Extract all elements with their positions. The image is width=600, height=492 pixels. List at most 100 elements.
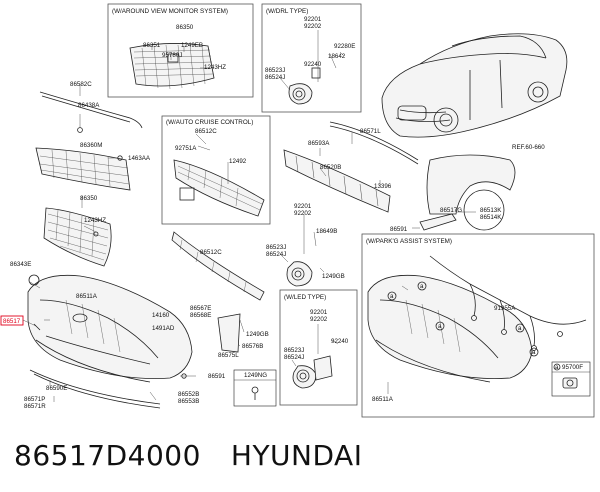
- label-86350-grille: 86350: [80, 195, 98, 202]
- label-86523j-drl: 86523J: [265, 67, 285, 74]
- avm-grille-drawing: [129, 43, 215, 90]
- pas-box-title: (W/PARK'G ASSIST SYSTEM): [366, 238, 452, 245]
- label-86512c-lower: 86512C: [200, 249, 222, 256]
- callout-a-3: a: [438, 323, 442, 330]
- label-1243hz-grille: 1243HZ: [84, 217, 106, 224]
- scc-box-title: (W/AUTO CRUISE CONTROL): [166, 119, 253, 126]
- label-86591-upper: 86591: [390, 226, 408, 233]
- scc-grille-drawing: [173, 133, 265, 217]
- label-86524j-led: 86524J: [284, 354, 304, 361]
- callout-a-box: a: [555, 364, 559, 371]
- label-86360m: 86360M: [80, 142, 102, 149]
- label-92202-drl: 92202: [304, 23, 322, 30]
- label-92201-center: 92201: [294, 203, 312, 210]
- label-92280e: 92280E: [334, 43, 355, 50]
- label-86575l: 86575L: [218, 352, 239, 359]
- led-lamp-drawing: [291, 324, 339, 389]
- label-86351: 86351: [143, 42, 161, 49]
- upper-cover-drawing: [329, 121, 419, 165]
- label-86567e: 86567E: [190, 305, 211, 312]
- label-13396: 13396: [374, 183, 392, 190]
- label-1249gb-bracket: 1249GB: [246, 331, 269, 338]
- label-86350-avm: 86350: [176, 24, 194, 31]
- label-86523j-led: 86523J: [284, 347, 304, 354]
- fog-lamp-drawing: [279, 214, 325, 287]
- pas-box: (W/PARK'G ASSIST SYSTEM): [361, 233, 595, 418]
- screw-1249ng-box: 1249NG: [233, 369, 277, 407]
- label-86552b: 86552B: [178, 391, 199, 398]
- label-86590e: 86590E: [46, 385, 67, 392]
- label-86524j-center: 86524J: [266, 251, 286, 258]
- label-86571r: 86571R: [24, 403, 46, 410]
- drl-box: (W/DRL TYPE): [261, 3, 362, 113]
- label-86582c: 86582C: [70, 81, 92, 88]
- label-86593a: 86593A: [308, 140, 330, 147]
- label-92202-center: 92202: [294, 210, 312, 217]
- label-18642: 18642: [328, 53, 346, 60]
- front-bumper-drawing: [27, 274, 193, 383]
- label-1491ad: 1491AD: [152, 325, 175, 332]
- label-86517-highlight: 86517: [3, 318, 21, 325]
- brand-name: HYUNDAI: [230, 438, 363, 472]
- label-86571l: 86571L: [360, 128, 381, 135]
- avm-box: (W/AROUND VIEW MONITOR SYSTEM): [107, 3, 254, 98]
- label-86343e: 86343E: [10, 261, 31, 268]
- callout-a-5: a: [532, 349, 536, 356]
- label-86568e: 86568E: [190, 312, 211, 319]
- label-1249gb-center: 1249GB: [322, 273, 345, 280]
- label-86517g: 86517G: [440, 207, 462, 214]
- lower-molding-drawing: [29, 369, 196, 409]
- led-box-title: (W/LED TYPE): [284, 294, 326, 301]
- car-illustration: [381, 33, 568, 138]
- highlighted-part-86517[interactable]: 86517: [0, 315, 41, 331]
- label-86438a: 86438A: [78, 102, 100, 109]
- parts-diagram: (W/AROUND VIEW MONITOR SYSTEM) (W/DRL TY…: [0, 3, 595, 418]
- label-ref-60-660: REF.60-660: [512, 144, 545, 151]
- label-86523j-center: 86523J: [266, 244, 286, 251]
- radiator-grille-drawing: [43, 196, 112, 267]
- bumper-bracket-drawing: [217, 313, 245, 353]
- label-86511a-pas: 86511A: [372, 396, 394, 403]
- label-92240-drl: 92240: [304, 61, 322, 68]
- fender-bracket-drawing: [412, 211, 476, 231]
- pas-bumper-drawing: [367, 274, 533, 394]
- fender-drawing: [426, 154, 516, 231]
- callout-a-2: a: [420, 283, 424, 290]
- led-box: (W/LED TYPE): [279, 289, 358, 406]
- label-1243hz-avm: 1243HZ: [204, 64, 226, 71]
- label-1249eb: 1249EB: [181, 42, 203, 49]
- label-86513k: 86513K: [480, 207, 502, 214]
- label-95780j: 95780J: [162, 52, 182, 59]
- avm-box-title: (W/AROUND VIEW MONITOR SYSTEM): [112, 8, 228, 15]
- label-86520b: 86520B: [320, 164, 341, 171]
- lower-grille-drawing: [171, 231, 265, 301]
- callout-a-4: a: [518, 325, 522, 332]
- label-86576b: 86576B: [242, 343, 263, 350]
- scc-box: (W/AUTO CRUISE CONTROL): [161, 115, 271, 225]
- callout-a-1: a: [390, 293, 394, 300]
- drl-lamp-drawing: [279, 30, 345, 105]
- label-86514k: 86514K: [480, 214, 502, 221]
- sensor-95700f-box: a 95700F: [551, 361, 591, 397]
- callout-markers: a a a a a: [387, 281, 539, 357]
- label-92202-led: 92202: [310, 316, 328, 323]
- drl-box-title: (W/DRL TYPE): [266, 8, 308, 15]
- label-86511a-main: 86511A: [76, 293, 98, 300]
- label-1463aa: 1463AA: [128, 155, 151, 162]
- label-92240-led: 92240: [331, 338, 349, 345]
- label-86571p: 86571P: [24, 396, 45, 403]
- pas-harness-drawing: [429, 255, 587, 351]
- label-12492: 12492: [229, 158, 247, 165]
- label-92201-led: 92201: [310, 309, 328, 316]
- part-number: 86517D4000: [14, 438, 201, 472]
- label-14160: 14160: [152, 312, 170, 319]
- label-86512c-scc: 86512C: [195, 128, 217, 135]
- label-92201-drl: 92201: [304, 16, 322, 23]
- label-92751a: 92751A: [175, 145, 197, 152]
- label-18649b: 18649B: [316, 228, 337, 235]
- label-91955a: 91955A: [494, 305, 516, 312]
- hood-molding-drawing: [39, 84, 143, 133]
- label-86591-lower: 86591: [208, 373, 226, 380]
- label-86553b: 86553B: [178, 398, 199, 405]
- upper-grille-drawing: [35, 147, 131, 191]
